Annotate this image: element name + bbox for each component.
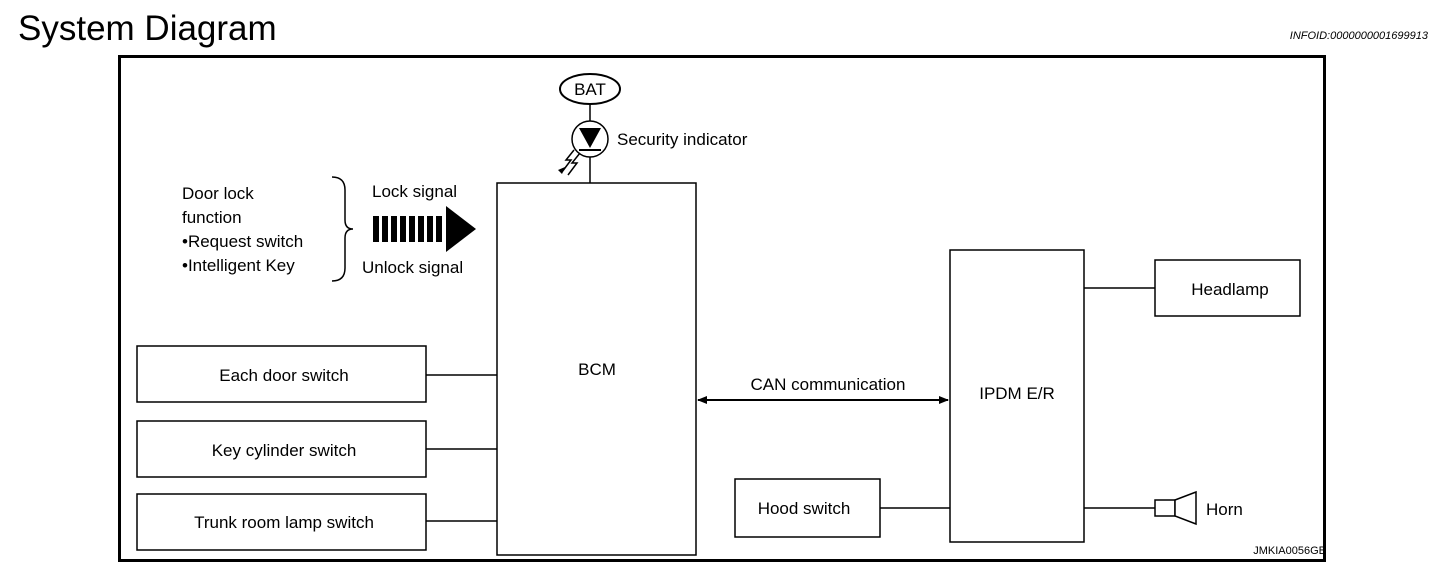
security-indicator-icon	[558, 120, 609, 176]
bcm-box	[496, 182, 697, 556]
door-lock-line1: Door lock	[182, 184, 254, 203]
bcm-label: BCM	[578, 360, 616, 379]
headlamp-label: Headlamp	[1191, 280, 1269, 299]
each-door-switch-box	[136, 345, 427, 403]
can-communication-label: CAN communication	[751, 375, 906, 394]
bat-node: BAT	[559, 73, 621, 105]
info-id: INFOID:0000000001699913	[1289, 30, 1428, 42]
headlamp-box	[1154, 259, 1301, 317]
page-title: System Diagram	[18, 9, 277, 48]
door-lock-item-request-switch: •Request switch	[182, 232, 303, 251]
ipdm-box	[949, 249, 1085, 543]
ipdm-label: IPDM E/R	[979, 384, 1055, 403]
lock-signal-label: Lock signal	[372, 182, 457, 201]
key-cylinder-switch-box	[136, 420, 427, 478]
key-cylinder-switch-label: Key cylinder switch	[212, 441, 357, 460]
trunk-room-lamp-switch-box	[136, 493, 427, 551]
horn-label: Horn	[1206, 500, 1243, 519]
trunk-room-lamp-switch-label: Trunk room lamp switch	[194, 513, 374, 532]
figure-code: JMKIA0056GB	[1253, 545, 1326, 557]
security-indicator-label: Security indicator	[617, 130, 748, 149]
hood-switch-label: Hood switch	[758, 499, 851, 518]
diagram-frame	[118, 55, 1326, 562]
brace-icon	[331, 176, 354, 282]
door-lock-line2: function	[182, 208, 242, 227]
signal-arrow-icon	[373, 206, 476, 252]
unlock-signal-label: Unlock signal	[362, 258, 463, 277]
horn-icon	[1154, 490, 1197, 526]
bat-label: BAT	[574, 80, 606, 99]
each-door-switch-label: Each door switch	[219, 366, 348, 385]
door-lock-item-intelligent-key: •Intelligent Key	[182, 256, 295, 275]
